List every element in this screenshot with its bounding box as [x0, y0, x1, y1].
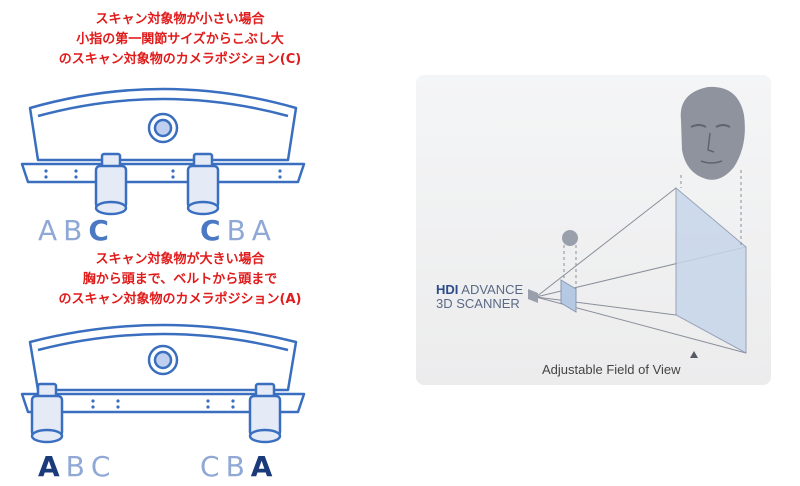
brand-name: ADVANCE — [461, 282, 524, 297]
caption-large-object: スキャン対象物が大きい場合 胸から頭まで、ベルトから頭まで のスキャン対象物のカ… — [0, 250, 360, 310]
position-label: C — [90, 450, 113, 483]
small-object-icon — [562, 230, 578, 246]
caption-line: のスキャン対象物のカメラポジション(A) — [58, 292, 302, 307]
position-label: A — [38, 214, 60, 247]
position-label: C — [200, 450, 222, 483]
position-label-active: A — [250, 450, 275, 483]
position-label: B — [63, 214, 85, 247]
caption-line: 小指の第一関節サイズからこぶし大 — [76, 32, 284, 47]
triangle-marker-icon — [690, 351, 698, 358]
face-scan-icon — [680, 86, 745, 180]
caption-line: スキャン対象物が大きい場合 — [95, 252, 265, 267]
product-brand: HDI ADVANCE 3D SCANNER — [436, 283, 523, 311]
position-label-active: C — [88, 214, 111, 247]
scanner-diagram-position-c — [20, 87, 306, 216]
field-of-view-label: Adjustable Field of View — [542, 362, 681, 377]
brand-subtitle: 3D SCANNER — [436, 296, 520, 311]
position-label-active: A — [38, 450, 62, 483]
field-of-view-panel — [416, 75, 771, 385]
position-label: B — [226, 214, 248, 247]
position-label-active: C — [200, 214, 223, 247]
field-of-view-diagram — [528, 86, 747, 358]
position-label: B — [225, 450, 247, 483]
scanner-diagram-position-a — [20, 323, 306, 444]
position-label: A — [251, 214, 273, 247]
brand-bold: HDI — [436, 282, 459, 297]
caption-line: スキャン対象物が小さい場合 — [95, 12, 265, 27]
caption-line: のスキャン対象物のカメラポジション(C) — [58, 52, 302, 67]
caption-line: 胸から頭まで、ベルトから頭まで — [82, 272, 278, 287]
caption-small-object: スキャン対象物が小さい場合 小指の第一関節サイズからこぶし大 のスキャン対象物の… — [0, 10, 360, 70]
scanner-lens-icon — [528, 289, 538, 303]
position-label: B — [65, 450, 87, 483]
